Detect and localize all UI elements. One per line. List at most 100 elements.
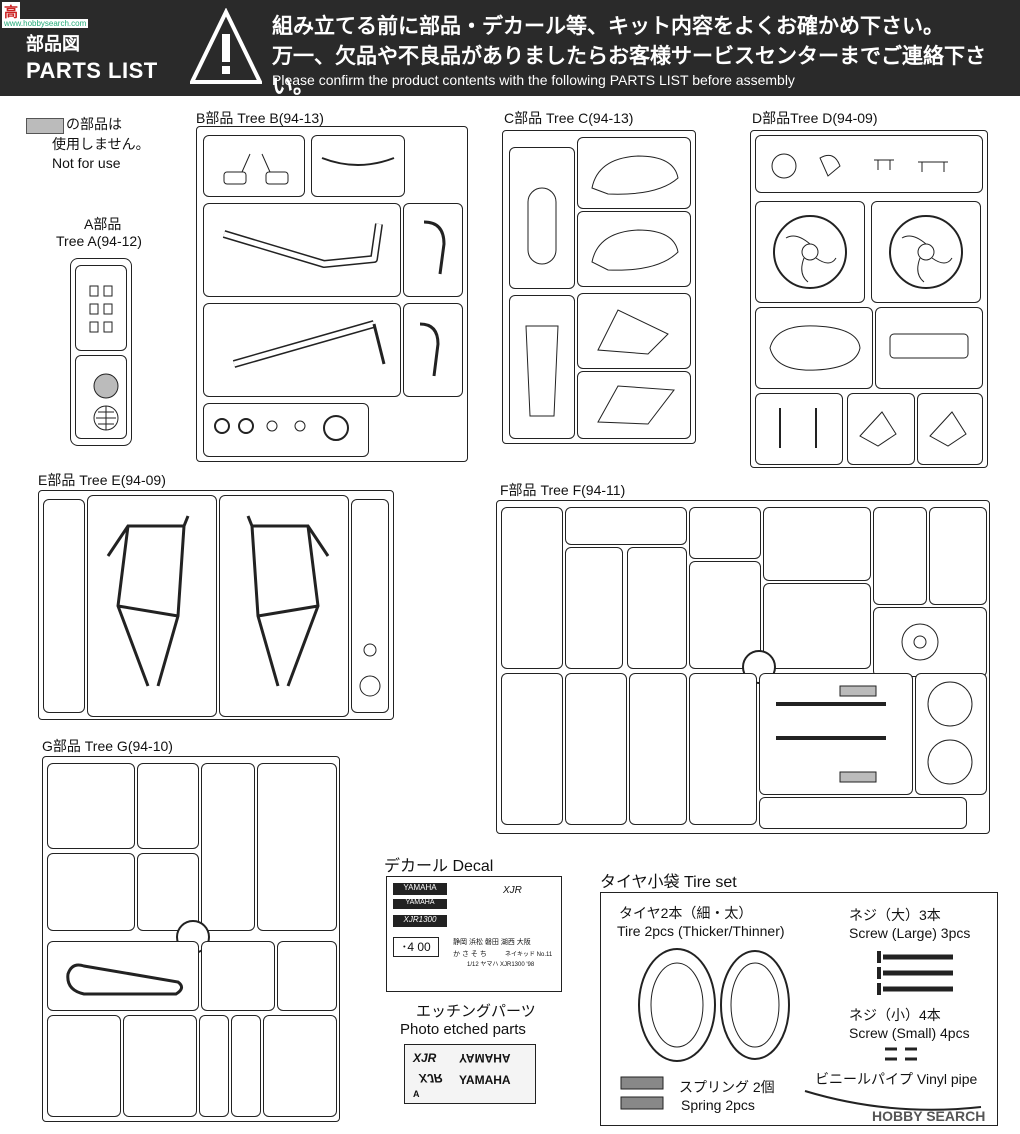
spring-label-jp: スプリング 2個 bbox=[679, 1079, 775, 1095]
tree-b-cell-rings bbox=[203, 403, 369, 457]
spring-label-en: Spring 2pcs bbox=[681, 1097, 755, 1113]
tree-d-cell-tail bbox=[875, 307, 983, 389]
pipe-13-drawing bbox=[419, 322, 440, 377]
tree-f-cell-springs bbox=[501, 507, 563, 669]
main-frame-right-drawing bbox=[246, 515, 330, 687]
etched-xjr-1: XJR bbox=[413, 1051, 437, 1065]
screw-large-en: Screw (Large) 3pcs bbox=[849, 925, 971, 941]
tree-d-cell-small-parts bbox=[755, 135, 983, 193]
brake-discs-drawing bbox=[927, 681, 973, 785]
tree-f-cell-90-91 bbox=[689, 673, 757, 825]
tree-g-label: G部品 Tree G(94-10) bbox=[42, 738, 173, 754]
tree-d-cell-seat bbox=[755, 307, 873, 389]
tire-label-en: Tire 2pcs (Thicker/Thinner) bbox=[617, 923, 785, 939]
decal-katakana: か さ そ ち bbox=[453, 951, 487, 958]
tail-parts-drawing bbox=[889, 333, 969, 359]
side-cover-6-drawing bbox=[597, 385, 675, 425]
tree-f-label: F部品 Tree F(94-11) bbox=[500, 482, 626, 498]
warning-triangle-icon bbox=[190, 8, 262, 84]
tree-f-cell-79-80 bbox=[565, 507, 687, 545]
decal-sheet: YAMAHA YAMAHA XJR XJR1300 ･4 00 静岡 浜松 磐田… bbox=[386, 876, 562, 992]
tree-a-frame bbox=[70, 258, 132, 446]
legend-line2: 使用しません。 bbox=[52, 136, 150, 152]
tireset-title: タイヤ小袋 Tire set bbox=[600, 874, 737, 891]
tree-d-cell-71 bbox=[847, 393, 915, 465]
tree-g-cell-34 bbox=[201, 941, 275, 1011]
tree-b-label: B部品 Tree B(94-13) bbox=[196, 110, 324, 126]
seat-base-drawing bbox=[525, 325, 559, 417]
site-logo: 高 bbox=[2, 2, 20, 22]
site-logo-url: www.hobbysearch.com bbox=[2, 19, 89, 28]
header-en-title: PARTS LIST bbox=[26, 58, 158, 83]
decal-yamaha-1: YAMAHA bbox=[393, 883, 447, 895]
springs-drawing bbox=[620, 1076, 664, 1110]
header-notice-line3: Please confirm the product contents with… bbox=[272, 72, 795, 88]
tree-d-cell-rear-wheel bbox=[755, 201, 865, 303]
tree-e-label: E部品 Tree E(94-09) bbox=[38, 472, 166, 488]
tree-d-cell-levers bbox=[755, 393, 843, 465]
tree-e-cell-bolts bbox=[351, 499, 389, 713]
tree-d-label: D部品Tree D(94-09) bbox=[752, 110, 878, 126]
header-notice-line2: 万一、欠品や不良品がありましたらお客様サービスセンターまでご連絡下さい。 bbox=[272, 45, 986, 98]
not-used-swatch bbox=[26, 118, 64, 134]
tree-f-cell-87-86 bbox=[689, 507, 761, 559]
tree-f-cell-81 bbox=[565, 547, 623, 669]
tree-c-cell-fender bbox=[509, 147, 575, 289]
large-screws-drawing bbox=[877, 951, 953, 995]
tree-f-cell-77-78 bbox=[501, 673, 563, 825]
tree-f-frame bbox=[496, 500, 990, 834]
tree-f-cell-discs bbox=[915, 673, 987, 795]
etched-sheet: XJR YAMAHA XJR YAMAHA A bbox=[404, 1044, 536, 1104]
screw-small-jp: ネジ（小）4本 bbox=[849, 1007, 941, 1023]
tree-a-label-en: Tree A(94-12) bbox=[56, 233, 142, 249]
tree-c-cell-sidecover5 bbox=[577, 293, 691, 369]
bracket-72-drawing bbox=[929, 411, 967, 447]
tree-g-cell-27-28 bbox=[137, 853, 199, 931]
tree-b-cell-exhaust-right bbox=[203, 303, 401, 397]
legend-line1: の部品は bbox=[66, 116, 122, 132]
seat-drawing bbox=[769, 325, 861, 371]
mirror-parts-drawing bbox=[223, 153, 289, 185]
vinyl-pipe-drawing bbox=[804, 1090, 982, 1111]
small-screws-drawing bbox=[885, 1047, 917, 1061]
brake-disc-100-drawing bbox=[901, 623, 939, 661]
tree-g-cell-32 bbox=[277, 941, 337, 1011]
tree-e-frame bbox=[38, 490, 394, 720]
rings-drawing bbox=[214, 415, 349, 441]
legend-line3: Not for use bbox=[52, 155, 121, 171]
tree-d-cell-front-wheel bbox=[871, 201, 981, 303]
tree-g-cell-31 bbox=[47, 853, 135, 931]
tree-f-cell-82 bbox=[627, 547, 687, 669]
tree-g-cell-25-26 bbox=[137, 763, 199, 849]
tree-d-frame bbox=[750, 130, 988, 468]
tree-f-cell-98-99 bbox=[929, 507, 987, 605]
tree-b-cell-handlebar bbox=[311, 135, 405, 197]
chain-drawing bbox=[66, 963, 183, 996]
tree-c-cell-tank-top bbox=[577, 137, 691, 209]
watermark: HOBBY SEARCH bbox=[872, 1108, 986, 1124]
pipe-11-drawing bbox=[423, 220, 446, 275]
tree-f-cell-fork bbox=[759, 673, 913, 795]
tree-e-cell-small bbox=[43, 499, 85, 713]
rear-wheel-drawing bbox=[773, 215, 847, 289]
tree-f-cell-88-89 bbox=[689, 561, 761, 669]
tree-e-cell-frame-right bbox=[219, 495, 349, 717]
decal-xjr: XJR bbox=[503, 885, 522, 896]
tree-f-cell-85-86 bbox=[629, 673, 687, 825]
front-fork-drawing bbox=[776, 685, 886, 783]
tireset-box: タイヤ2本（細・太） Tire 2pcs (Thicker/Thinner) ネ… bbox=[600, 892, 998, 1126]
tree-a-pedals-drawing bbox=[89, 285, 113, 333]
bracket-71-drawing bbox=[859, 411, 897, 447]
tree-g-cell-19-21 bbox=[257, 763, 337, 931]
etched-title-jp: エッチングパーツ bbox=[416, 1003, 536, 1020]
tree-g-cell-chain bbox=[47, 941, 199, 1011]
decal-shizuoka: 静岡 浜松 磐田 湖西 大阪 bbox=[453, 939, 531, 946]
header-jp-title: 部品図 bbox=[26, 34, 80, 54]
tree-f-cell-92 bbox=[763, 507, 871, 581]
front-wheel-drawing bbox=[889, 215, 963, 289]
etched-xjr-2: XJR bbox=[419, 1071, 443, 1085]
tree-b-frame bbox=[196, 126, 468, 462]
tree-c-cell-seatbase bbox=[509, 295, 575, 439]
decal-xjr1300: XJR1300 bbox=[393, 915, 447, 927]
tank-cover-3-drawing bbox=[591, 155, 679, 195]
